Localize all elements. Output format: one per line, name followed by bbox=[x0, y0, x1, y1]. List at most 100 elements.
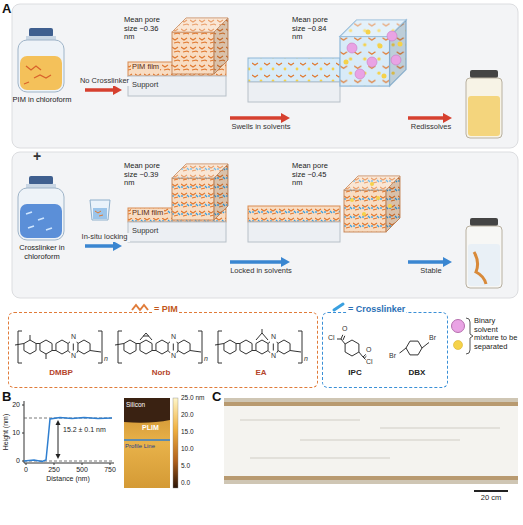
node-text: DBX bbox=[395, 368, 439, 377]
arrow-label: No Crosslinker bbox=[79, 77, 131, 86]
atom-label: Br bbox=[429, 334, 436, 342]
colorbar-label: 0.0 bbox=[181, 479, 190, 486]
locked-film bbox=[248, 176, 400, 242]
atom-label: Cl bbox=[328, 334, 335, 342]
atom-label: N bbox=[271, 333, 276, 341]
dimension-label: 15.2 ± 0.1 nm bbox=[63, 426, 111, 434]
stable-vial bbox=[466, 218, 502, 288]
panel-letter: A bbox=[2, 2, 11, 17]
colorbar-label: 10.0 bbox=[181, 445, 194, 452]
arrow-label: Redissolves bbox=[402, 123, 460, 132]
stable-arrow bbox=[408, 257, 452, 267]
solution-bottle: Crosslinker in chloroform bbox=[8, 174, 83, 272]
node-text: PLIM film bbox=[131, 209, 164, 218]
axis-title: Distance (nm) bbox=[33, 475, 103, 483]
crosslinker-symbol bbox=[334, 304, 343, 310]
node-heading: Mean pore size ~0.36 nm bbox=[124, 16, 170, 42]
region-label: PLIM bbox=[142, 424, 159, 432]
flow-arrow bbox=[85, 241, 122, 251]
node-text: Norb bbox=[141, 368, 181, 377]
tick-label: 750 bbox=[100, 466, 120, 474]
node-heading: Crosslinker in chloroform bbox=[8, 244, 76, 261]
node-heading: = Crosslinker bbox=[347, 304, 406, 314]
pim-structures bbox=[15, 329, 302, 363]
crosslinker-legend-box: = CrosslinkerIPCDBX bbox=[322, 312, 448, 388]
node-text: Support bbox=[131, 227, 159, 236]
atom-label: N bbox=[171, 333, 176, 341]
tick-label: 0 bbox=[18, 466, 34, 474]
membrane-photo bbox=[224, 398, 518, 491]
arrow-label: Swells in solvents bbox=[229, 123, 293, 132]
atom-label: N bbox=[71, 352, 76, 360]
colorbar-label: 15.0 bbox=[181, 428, 194, 435]
panel-letter: B bbox=[2, 390, 11, 405]
swollen-stage: Mean pore size ~0.84 nm bbox=[292, 14, 404, 126]
arrow-shaft bbox=[230, 116, 282, 120]
node-heading: PIM in chloroform bbox=[8, 96, 76, 105]
plus-sign: + bbox=[33, 148, 41, 164]
arrow-label: In-situ locking bbox=[80, 233, 130, 242]
atom-label: Br bbox=[389, 352, 396, 360]
swollen-film bbox=[248, 20, 406, 102]
pim-bottle bbox=[18, 28, 64, 92]
arrow-head bbox=[113, 85, 122, 95]
scale-bar-label: 20 cm bbox=[468, 494, 514, 503]
axis-title: Height (nm) bbox=[2, 402, 10, 462]
flow-arrow bbox=[85, 85, 122, 95]
node-heading: Mean pore size ~0.45 nm bbox=[292, 162, 338, 188]
tick-label: 250 bbox=[44, 466, 64, 474]
arrow-head bbox=[281, 113, 290, 123]
atom-label: N bbox=[271, 352, 276, 360]
tick-label: 500 bbox=[72, 466, 92, 474]
node-text: Support bbox=[131, 81, 159, 90]
arrow-head bbox=[113, 241, 122, 251]
legend-swatch bbox=[451, 319, 465, 333]
node-heading: Mean pore size ~0.84 nm bbox=[292, 16, 338, 42]
region-label: Silicon bbox=[126, 401, 145, 408]
solution-bottle: PIM in chloroform bbox=[8, 26, 83, 124]
arrow-head bbox=[281, 257, 290, 267]
atom-label: O bbox=[366, 346, 371, 354]
atom-label: N bbox=[71, 333, 76, 341]
tick-label: 0 bbox=[9, 457, 20, 465]
arrow-shaft bbox=[85, 88, 114, 92]
colorbar-label: 25.0 nm bbox=[181, 394, 205, 401]
atom-label: O bbox=[342, 325, 347, 333]
arrow-label: Stable bbox=[402, 267, 460, 276]
panel-letter: C bbox=[212, 390, 221, 405]
repeat-index: n bbox=[204, 355, 208, 363]
dissolved-vial bbox=[466, 70, 502, 138]
arrow-label: Locked in solvents bbox=[229, 267, 293, 276]
node-text: EA bbox=[241, 368, 281, 377]
legend-text: Binary solvent mixture to be separated bbox=[474, 317, 520, 352]
node-text: DMBP bbox=[41, 368, 81, 377]
node-heading: Mean pore size ~0.39 nm bbox=[124, 162, 170, 188]
node-text: PIM film bbox=[131, 63, 160, 72]
pim-symbol bbox=[132, 305, 148, 310]
colorbar-label: 20.0 bbox=[181, 411, 194, 418]
repeat-index: n bbox=[304, 355, 308, 363]
locked-stage: Mean pore size ~0.45 nm bbox=[292, 160, 404, 276]
arrow-shaft bbox=[85, 244, 114, 248]
node-heading: = PIM bbox=[153, 304, 179, 314]
locking-beaker bbox=[90, 200, 110, 220]
flow-arrow bbox=[230, 113, 290, 123]
repeat-index: n bbox=[104, 355, 108, 363]
redissolve-arrow bbox=[408, 113, 452, 123]
height-profile-plot bbox=[22, 401, 114, 465]
atom-label: Cl bbox=[366, 358, 373, 366]
arrow-shaft bbox=[230, 260, 282, 264]
atom-label: N bbox=[171, 352, 176, 360]
tick-label: 10 bbox=[9, 429, 20, 437]
panel-backgrounds bbox=[12, 4, 518, 298]
flow-arrow bbox=[230, 257, 290, 267]
crosslinker-bottle bbox=[18, 176, 64, 240]
tick-label: 20 bbox=[9, 401, 20, 409]
film-stage: Mean pore size ~0.39 nm PLIM filmSupport bbox=[124, 160, 228, 276]
node-text: IPC bbox=[335, 368, 375, 377]
afm-image bbox=[124, 398, 178, 488]
pim-legend-box: = PIMDMBPNorbEA bbox=[8, 312, 318, 388]
colorbar-label: 5.0 bbox=[181, 462, 190, 469]
crosslinker-structures bbox=[337, 335, 429, 360]
region-label: Profile Line bbox=[125, 443, 169, 450]
